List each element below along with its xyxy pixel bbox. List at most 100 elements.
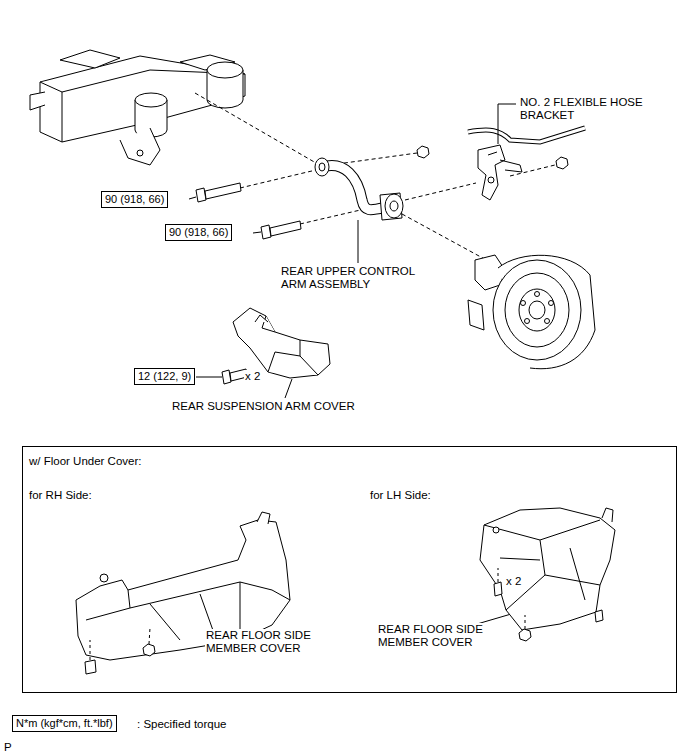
bolts-and-nuts-part [261,225,271,239]
lh-floor-side-member-cover-part [480,508,615,630]
bolts-and-nuts-part [417,146,429,158]
rear-axle-carrier-part [519,289,555,331]
part-name: NO. 2 FLEXIBLE HOSE BRACKET [519,96,653,122]
flexible-hose-bracket [468,128,585,200]
torque-value: 12 (122, 9) [138,370,191,383]
torque-leader-lines-part [196,377,222,378]
flexible-hose-bracket-part [468,128,585,142]
rear-subframe-part [120,128,160,165]
rear-subframe-part [40,56,245,142]
torque-box: 90 (918, 66) [165,224,232,241]
rh-floor-side-member-cover-part [128,590,130,608]
rear-axle-carrier-part [545,319,550,324]
bolts-and-nuts-part [270,221,301,236]
rear-suspension-arm-cover-part [233,308,330,378]
assembly-guide-lines [195,93,555,262]
rh-floor-side-member-cover-part [85,660,96,674]
lh-floor-side-member-cover-part [519,629,531,641]
lh-floor-side-member-cover-part [493,527,499,533]
assembly-guide-lines-part [405,183,476,200]
variant-frame: w/ Floor Under Cover: [22,446,677,693]
assembly-guide-lines-part [510,165,555,176]
lh-floor-side-member-cover-part [506,575,545,610]
torque-value: 90 (918, 66) [169,226,228,239]
rear-subframe-part [60,50,120,68]
rear-subframe [30,50,245,165]
rear-axle-carrier-part [521,301,526,306]
flexible-hose-bracket-part [478,145,505,200]
upper-control-arm-part [380,193,402,220]
label-leader-lines [185,104,518,636]
rear-suspension-arm-cover-part [268,352,318,375]
rear-subframe-part [30,92,45,110]
legend-box: N*m (kgf*cm, ft.*lbf) [12,715,117,732]
rear-axle-carrier-part [505,273,569,347]
lh-floor-side-member-cover-part [498,568,499,582]
rear-axle-carrier-part [549,301,554,306]
rear-subframe-part [62,92,63,142]
lh-floor-side-member-cover-part [500,558,540,560]
quantity-note: x 2 [244,370,261,383]
frame-heading: w/ Floor Under Cover: [29,455,141,468]
label-leader-lines-part [498,104,516,144]
rear-axle-carrier-part [468,300,484,330]
page-mark: P [3,741,13,754]
bolts-and-nuts-part [205,183,241,199]
rh-floor-side-member-cover-part [150,604,180,640]
rear-axle-carrier [468,255,595,369]
rear-axle-carrier-part [529,301,545,319]
assembly-guide-lines-part [195,93,316,163]
upper-control-arm-part [315,158,329,176]
flexible-hose-bracket-part [500,160,522,172]
bolts-and-nuts-part [556,157,568,169]
flexible-hose-bracket-part [488,177,494,183]
rh-floor-side-member-cover-part [90,640,91,660]
part-name: REAR FLOOR SIDE MEMBER COVER [377,623,495,649]
part-name: REAR SUSPENSION ARM COVER [171,400,356,413]
rh-floor-side-member-cover-part [100,574,108,582]
lh-floor-side-member-cover [480,508,615,641]
flexible-hose-bracket-part [488,152,497,155]
variant-heading: for RH Side: [28,489,93,502]
bolts-and-nuts-part [196,188,206,202]
variant-heading: for LH Side: [369,489,432,502]
lh-floor-side-member-cover-part [484,520,600,540]
rear-subframe-part [137,150,143,156]
rear-suspension-arm-cover-part [300,340,301,356]
upper-control-arm-part [385,194,403,218]
lh-floor-side-member-cover-part [525,615,526,629]
upper-control-arm [315,158,403,220]
part-name: REAR UPPER CONTROL ARM ASSEMBLY [280,265,428,291]
rear-subframe-part [135,93,167,107]
torque-box: 90 (918, 66) [101,191,168,208]
rear-suspension-arm-cover-part [255,315,268,322]
rear-suspension-arm-cover [233,308,330,378]
lh-floor-side-member-cover-part [595,610,603,622]
upper-control-arm-part [390,201,398,211]
lh-floor-side-member-cover-part [570,548,585,600]
rear-axle-carrier-part [535,292,540,297]
lh-floor-side-member-cover-part [602,508,613,522]
assembly-guide-lines-part [240,170,316,188]
torque-box: 12 (122, 9) [134,368,195,385]
assembly-guide-lines-part [402,214,490,262]
label-leader-lines-part [358,220,359,263]
legend-text: : Specified torque [136,718,228,731]
upper-control-arm-part [319,163,325,171]
rear-subframe-part [207,62,243,78]
rear-axle-carrier-part [493,260,581,360]
part-name: REAR FLOOR SIDE MEMBER COVER [205,629,323,655]
flexible-hose-bracket-part [468,128,585,142]
label-leader-lines-part [285,379,292,398]
rh-floor-side-member-cover-part [257,512,270,524]
torque-value: N*m (kgf*cm, ft.*lbf) [16,717,113,730]
rh-floor-side-member-cover-part [86,582,290,620]
lh-floor-side-member-cover-part [540,540,600,585]
torque-leader-lines-part [253,232,261,233]
torque-value: 90 (918, 66) [105,193,164,206]
rh-floor-side-member-cover-part [149,628,150,644]
bolts-and-nuts-part [222,370,231,384]
torque-leader-lines-part [189,197,196,199]
rear-axle-carrier-part [525,319,530,324]
rh-floor-side-member-cover-part [143,644,155,656]
